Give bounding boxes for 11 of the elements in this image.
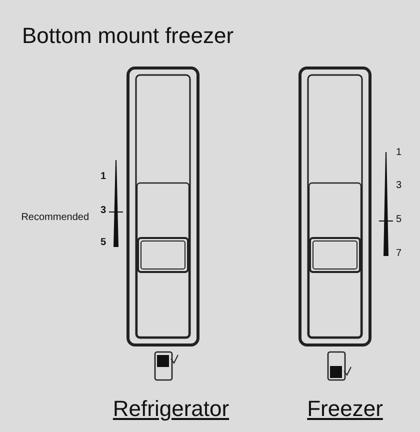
title: Bottom mount freezer <box>22 25 234 47</box>
scale-number: 5 <box>396 215 402 225</box>
section-caption: Freezer <box>307 398 383 420</box>
scale-number: 1 <box>100 172 106 182</box>
scale-number: 3 <box>396 181 402 191</box>
scale-number: 3 <box>100 206 106 216</box>
section-caption: Refrigerator <box>112 398 230 420</box>
setting-note: Recommended <box>21 213 89 223</box>
scale-number: 7 <box>396 249 402 259</box>
scale-number: 1 <box>396 148 402 158</box>
scale-number: 5 <box>100 238 106 248</box>
